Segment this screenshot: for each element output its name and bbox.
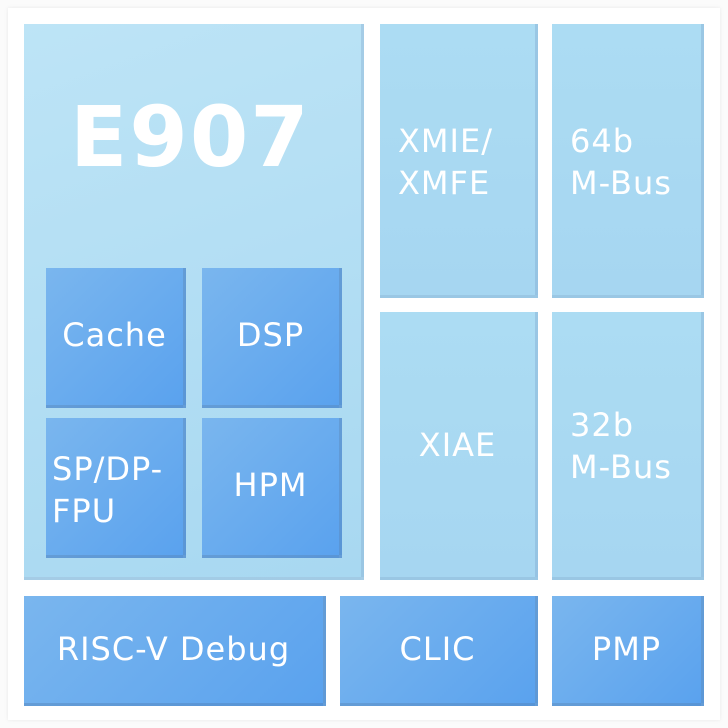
unit-hpm-label: HPM — [233, 466, 308, 504]
block-clic: CLIC — [340, 596, 538, 706]
unit-hpm: HPM — [202, 418, 342, 558]
unit-cache: Cache — [46, 268, 186, 408]
ext-xmie-label: XMIE/ XMFE — [398, 122, 493, 202]
unit-fpu-label: SP/DP- FPU — [52, 450, 164, 530]
ext-xiae-label: XIAE — [418, 426, 497, 464]
unit-dsp: DSP — [202, 268, 342, 408]
bus-64b-label: 64b M-Bus — [570, 122, 672, 202]
block-riscv-debug-label: RISC-V Debug — [56, 630, 291, 668]
core-title: E907 — [70, 88, 311, 186]
bus-32b-label: 32b M-Bus — [570, 406, 672, 486]
unit-cache-label: Cache — [62, 316, 167, 354]
block-clic-label: CLIC — [399, 630, 476, 668]
unit-fpu: SP/DP- FPU — [46, 418, 186, 558]
ext-xiae: XIAE — [380, 312, 538, 580]
ext-xmie-xmfe: XMIE/ XMFE — [380, 24, 538, 298]
block-pmp-label: PMP — [591, 630, 662, 668]
bus-32b: 32b M-Bus — [552, 312, 704, 580]
unit-dsp-label: DSP — [236, 316, 305, 354]
block-riscv-debug: RISC-V Debug — [24, 596, 326, 706]
block-pmp: PMP — [552, 596, 704, 706]
bus-64b: 64b M-Bus — [552, 24, 704, 298]
